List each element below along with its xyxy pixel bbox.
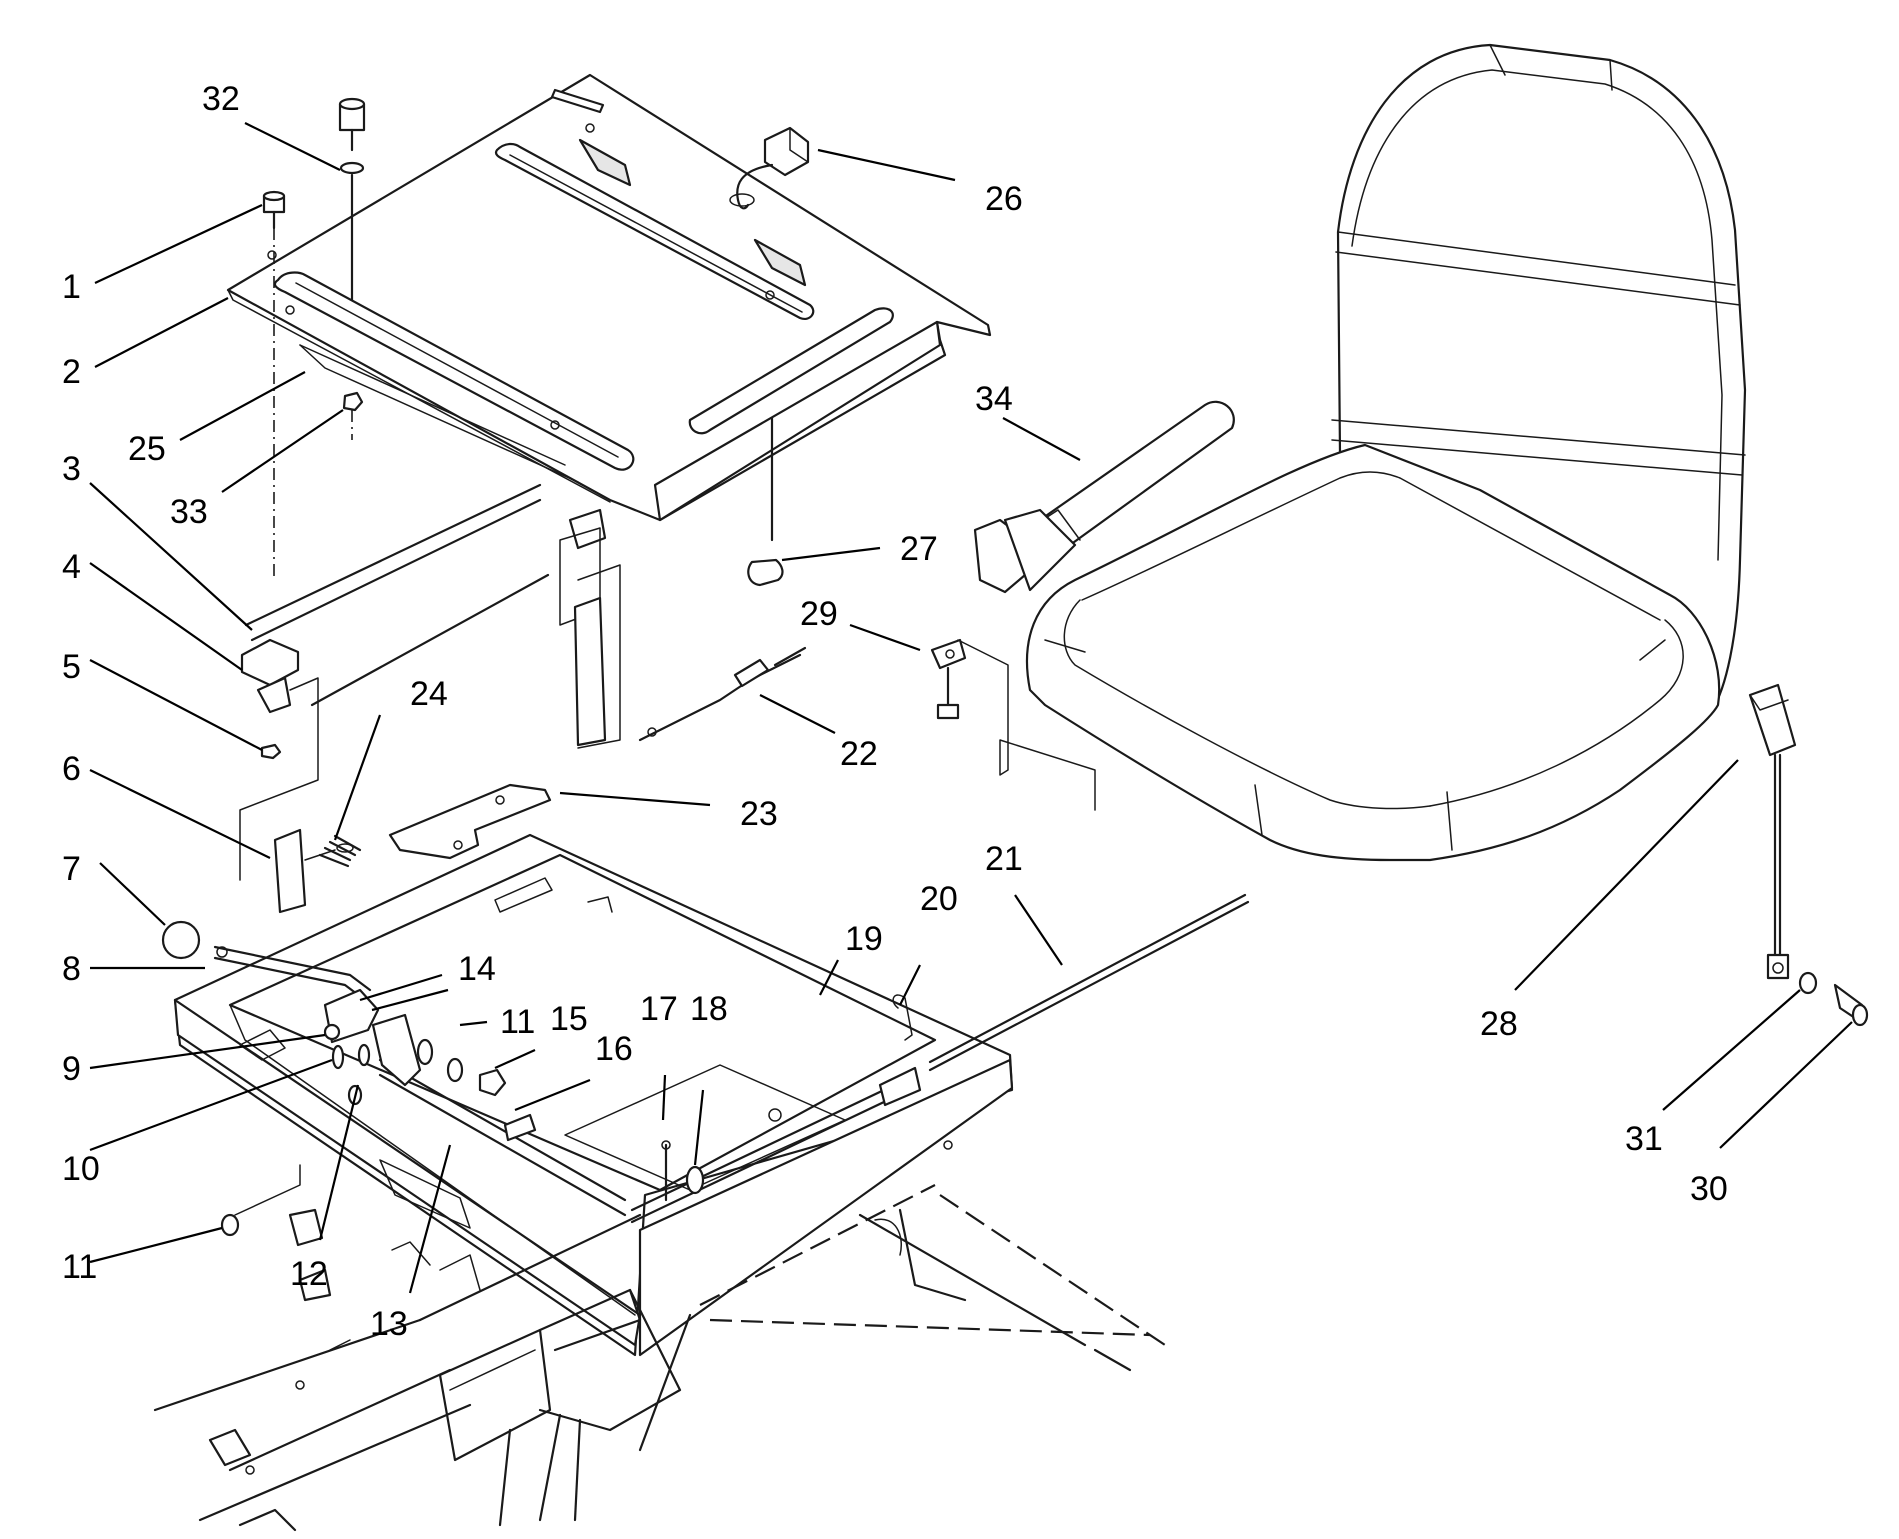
bolt-1 (262, 190, 286, 230)
cable-22 (638, 646, 807, 742)
callout-21: 21 (985, 840, 1023, 878)
clip-27 (747, 416, 784, 587)
callout-2: 2 (62, 353, 81, 391)
callout-17: 17 (640, 990, 678, 1028)
bolt-32 (338, 97, 366, 302)
callout-18: 18 (690, 990, 728, 1028)
callout-9: 9 (62, 1050, 81, 1088)
washer-31 (1798, 971, 1818, 995)
seat-cushion (1025, 43, 1747, 862)
pin-34 (973, 400, 1235, 594)
callout-20: 20 (920, 880, 958, 918)
pin-17 (661, 1140, 671, 1202)
callout-3: 3 (62, 450, 81, 488)
callout-22: 22 (840, 735, 878, 773)
bracket-23 (388, 783, 552, 860)
seat-base-frame (173, 833, 1014, 1357)
callout-1: 1 (62, 268, 81, 306)
callout-14: 14 (458, 950, 496, 988)
callout-23: 23 (740, 795, 778, 833)
callout-labels: 1 2 3 4 5 6 7 8 9 10 11 11 12 13 14 15 1… (62, 80, 1728, 1343)
pivot-hardware (323, 988, 537, 1142)
callout-33: 33 (170, 493, 208, 531)
callout-19: 19 (845, 920, 883, 958)
callout-34: 34 (975, 380, 1013, 418)
callout-11b: 11 (500, 1003, 535, 1041)
callout-27: 27 (900, 530, 938, 568)
wire-harness-26 (729, 126, 810, 210)
callout-4: 4 (62, 548, 81, 586)
cotter-pin-20 (892, 994, 913, 1041)
callout-13: 13 (370, 1305, 408, 1343)
callout-5: 5 (62, 648, 81, 686)
callout-31: 31 (1625, 1120, 1663, 1158)
callout-10: 10 (62, 1150, 100, 1188)
callout-8: 8 (62, 950, 81, 988)
callout-12: 12 (290, 1255, 328, 1293)
washer-11 (220, 1164, 301, 1237)
callout-6: 6 (62, 750, 81, 788)
brackets-3-4-5 (239, 483, 550, 881)
callout-7: 7 (62, 850, 81, 888)
callout-30: 30 (1690, 1170, 1728, 1208)
spring-24 (273, 828, 362, 914)
tractor-frame (153, 1184, 1166, 1532)
spacer-18 (685, 1165, 705, 1195)
callout-26: 26 (985, 180, 1023, 218)
nut-33 (342, 391, 364, 412)
bracket-29 (930, 638, 1096, 811)
callout-11a: 11 (62, 1248, 97, 1286)
bolt-30 (1833, 983, 1869, 1027)
callout-28: 28 (1480, 1005, 1518, 1043)
rod-21 (928, 893, 1250, 1072)
bracket-upright (559, 508, 621, 749)
callout-15: 15 (550, 1000, 588, 1038)
callout-25: 25 (128, 430, 166, 468)
callout-29: 29 (800, 595, 838, 633)
seat-mounting-plate (226, 73, 992, 522)
callout-32: 32 (202, 80, 240, 118)
leader-lines (89, 122, 1853, 1294)
callout-24: 24 (410, 675, 448, 713)
callout-16: 16 (595, 1030, 633, 1068)
seat-belt-28 (1748, 683, 1797, 980)
